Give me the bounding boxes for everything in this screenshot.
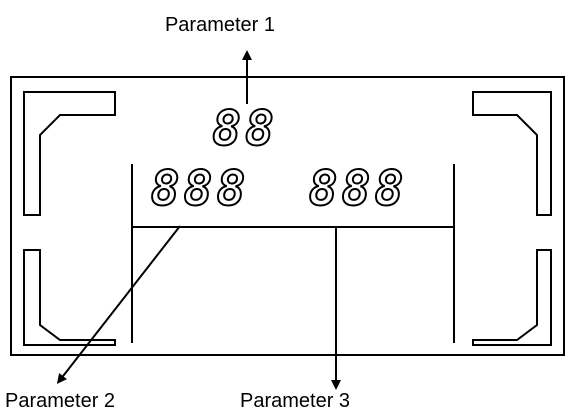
parameter-2-arrow — [56, 225, 181, 384]
left-bracket — [23, 91, 116, 346]
left-display: 888 — [150, 160, 250, 218]
parameter-2-digits: 888 — [151, 161, 250, 217]
parameter-3-digits: 888 — [309, 161, 408, 217]
top-display: 88 — [211, 100, 278, 158]
parameter-3-label: Parameter 3 — [240, 390, 350, 412]
parameter-1-digits: 88 — [212, 101, 278, 157]
parameter-1-label: Parameter 1 — [165, 14, 275, 36]
right-display: 888 — [308, 160, 408, 218]
right-bracket — [472, 91, 552, 346]
lcd-frame — [10, 76, 565, 356]
inner-box — [131, 164, 455, 343]
parameter-2-label: Parameter 2 — [5, 390, 115, 412]
